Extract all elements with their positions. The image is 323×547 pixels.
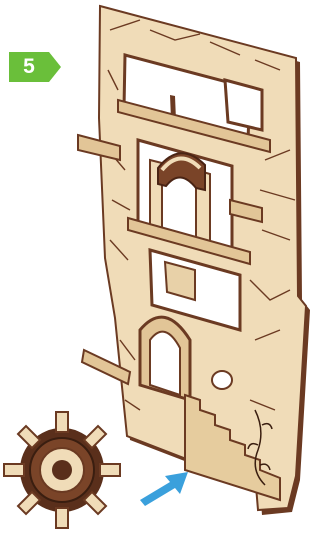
wooden-wall-panel bbox=[99, 6, 310, 515]
wooden-gear-part bbox=[4, 412, 120, 528]
insert-arrow-icon bbox=[140, 472, 188, 506]
